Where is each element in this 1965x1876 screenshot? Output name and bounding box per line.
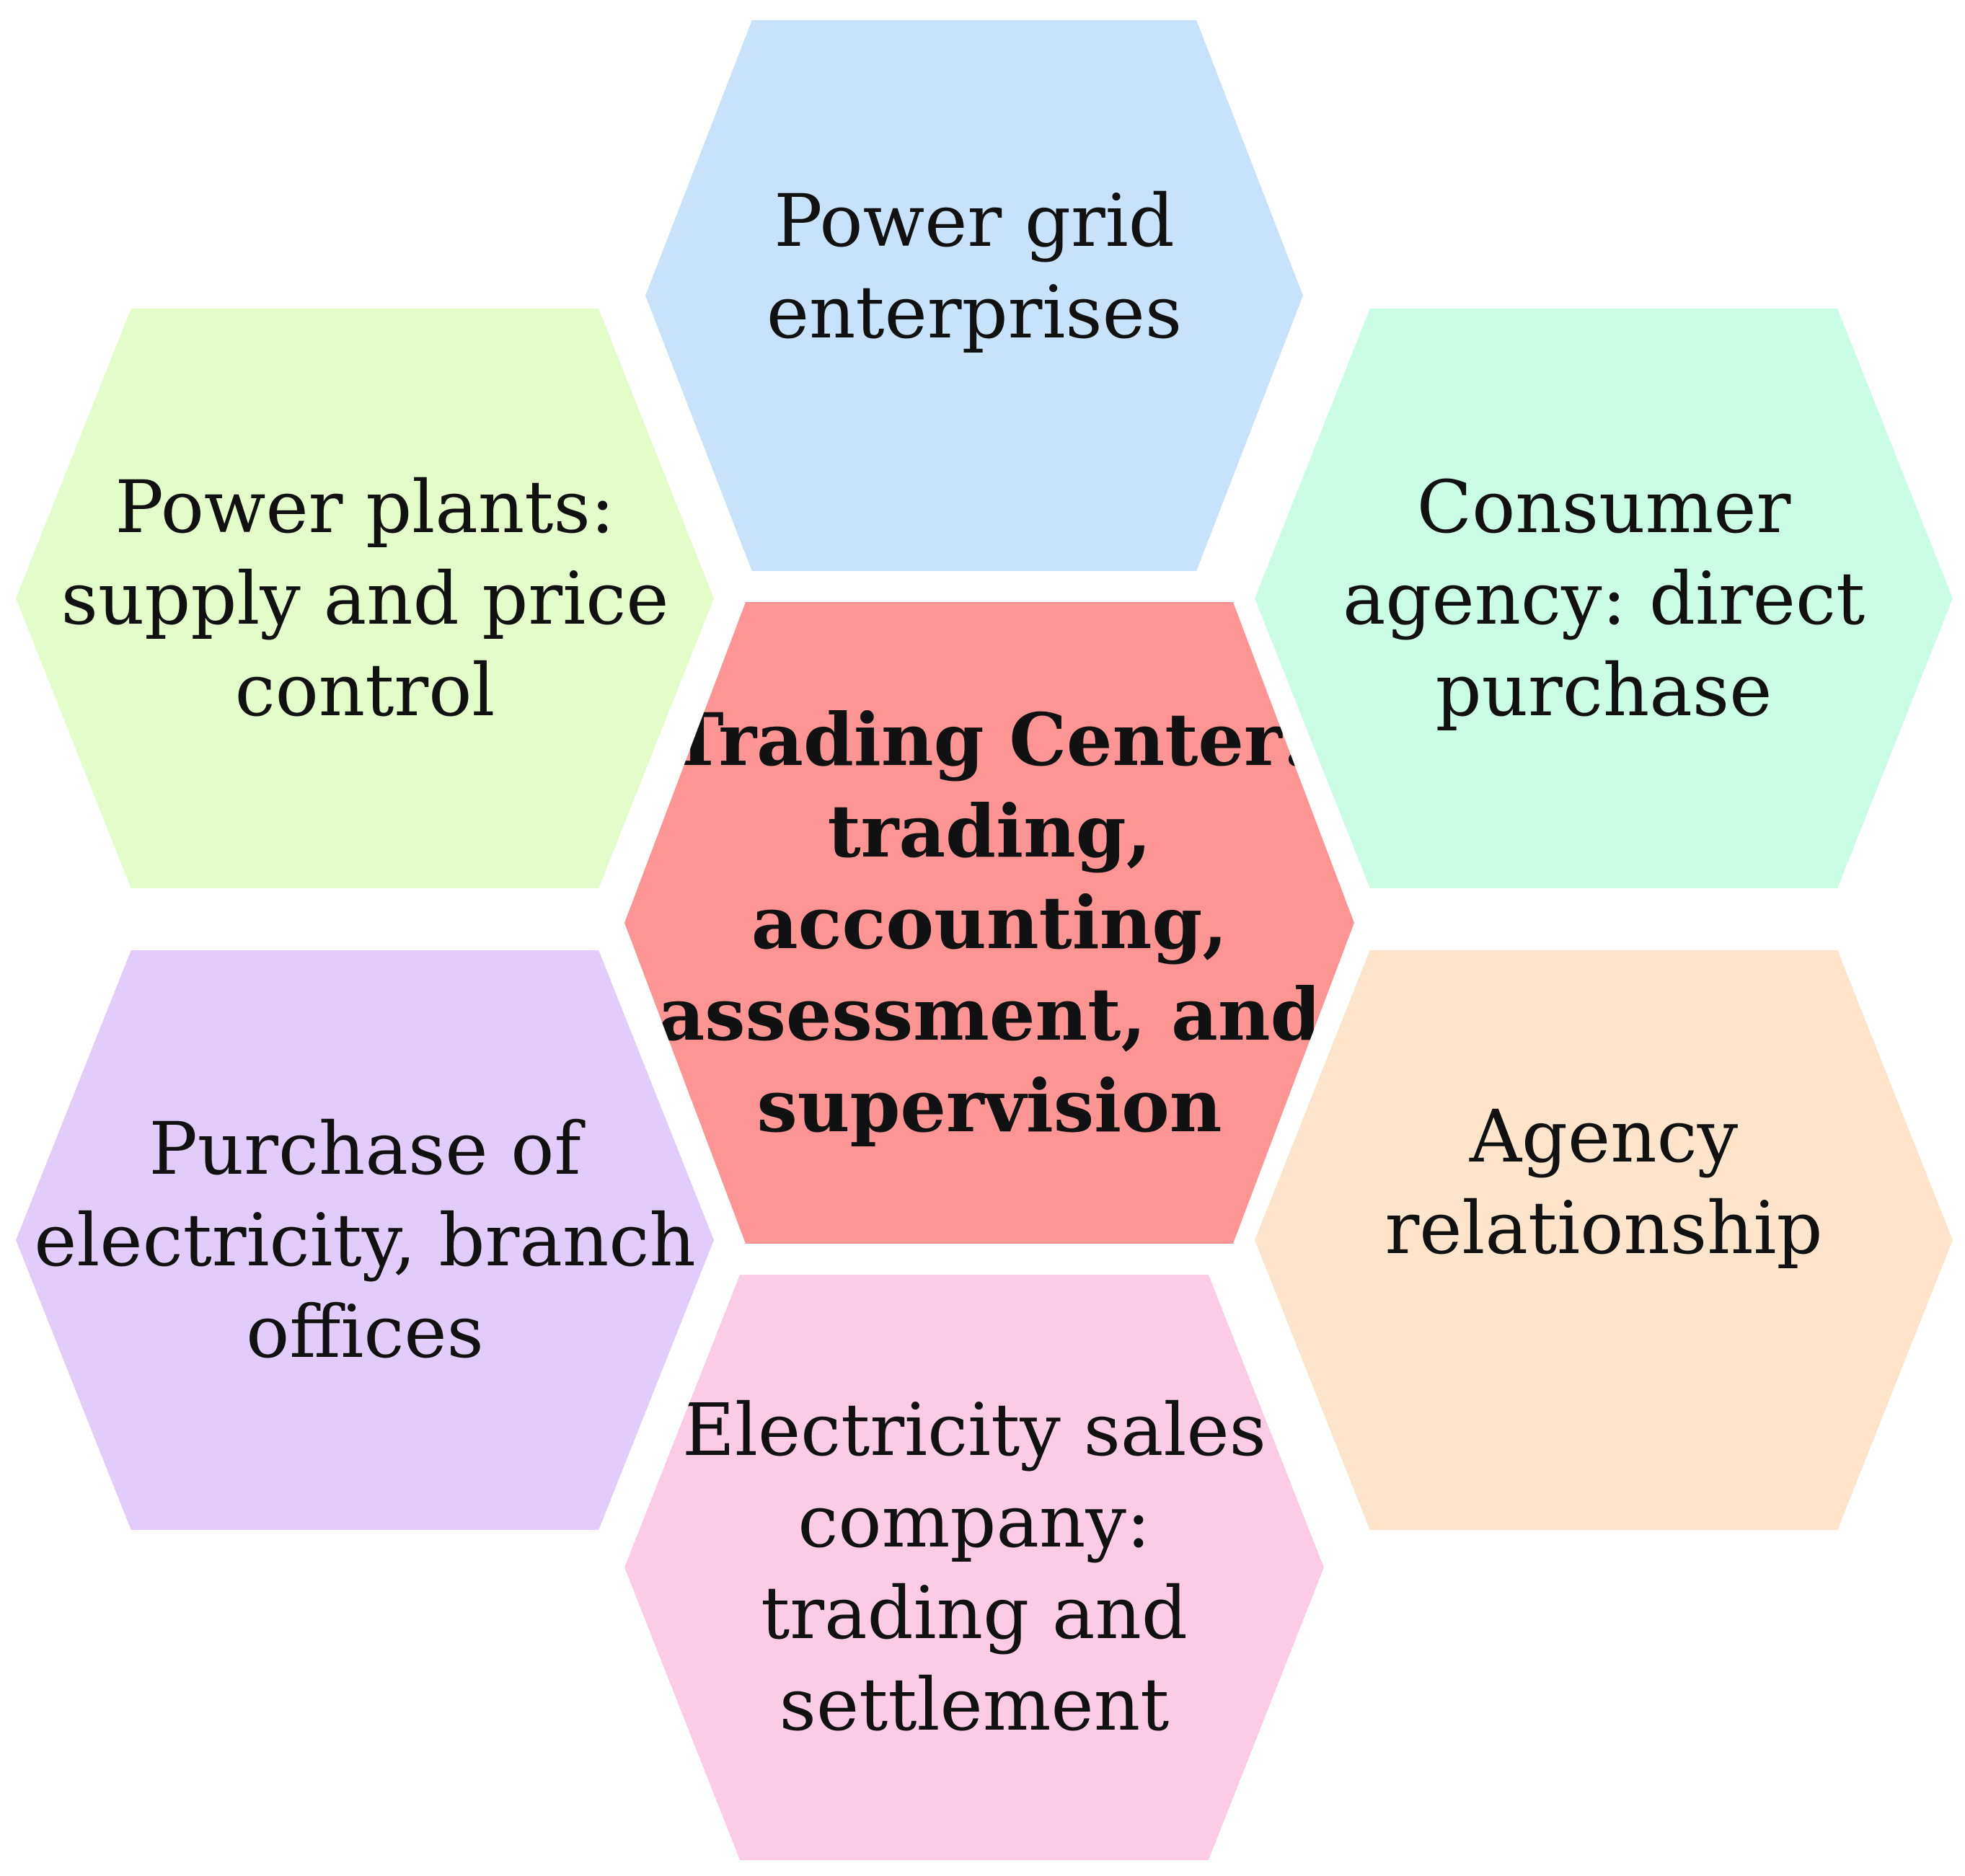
hex-agency-relationship: Agency relationship	[1255, 950, 1953, 1530]
hex-purchase-of-electricity-label: Purchase of electricity, branch offices	[34, 1106, 696, 1374]
hex-power-plants: Power plants: supply and price control	[16, 309, 714, 888]
hex-agency-relationship-label: Agency relationship	[1385, 1094, 1823, 1270]
hex-consumer-agency: Consumer agency: direct purchase	[1255, 309, 1953, 888]
hex-purchase-of-electricity: Purchase of electricity, branch offices	[16, 950, 714, 1530]
hex-power-grid-enterprises-label: Power grid enterprises	[766, 179, 1183, 355]
hex-power-plants-label: Power plants: supply and price control	[61, 464, 669, 733]
hex-power-grid-enterprises: Power grid enterprises	[645, 20, 1303, 571]
hex-trading-center-label: Trading Center: trading, accounting, ass…	[658, 696, 1321, 1149]
hex-trading-center: Trading Center: trading, accounting, ass…	[624, 602, 1354, 1244]
hex-electricity-sales-company-label: Electricity sales company: trading and s…	[681, 1388, 1266, 1747]
hex-consumer-agency-label: Consumer agency: direct purchase	[1342, 464, 1865, 733]
hex-electricity-sales-company: Electricity sales company: trading and s…	[624, 1275, 1324, 1860]
